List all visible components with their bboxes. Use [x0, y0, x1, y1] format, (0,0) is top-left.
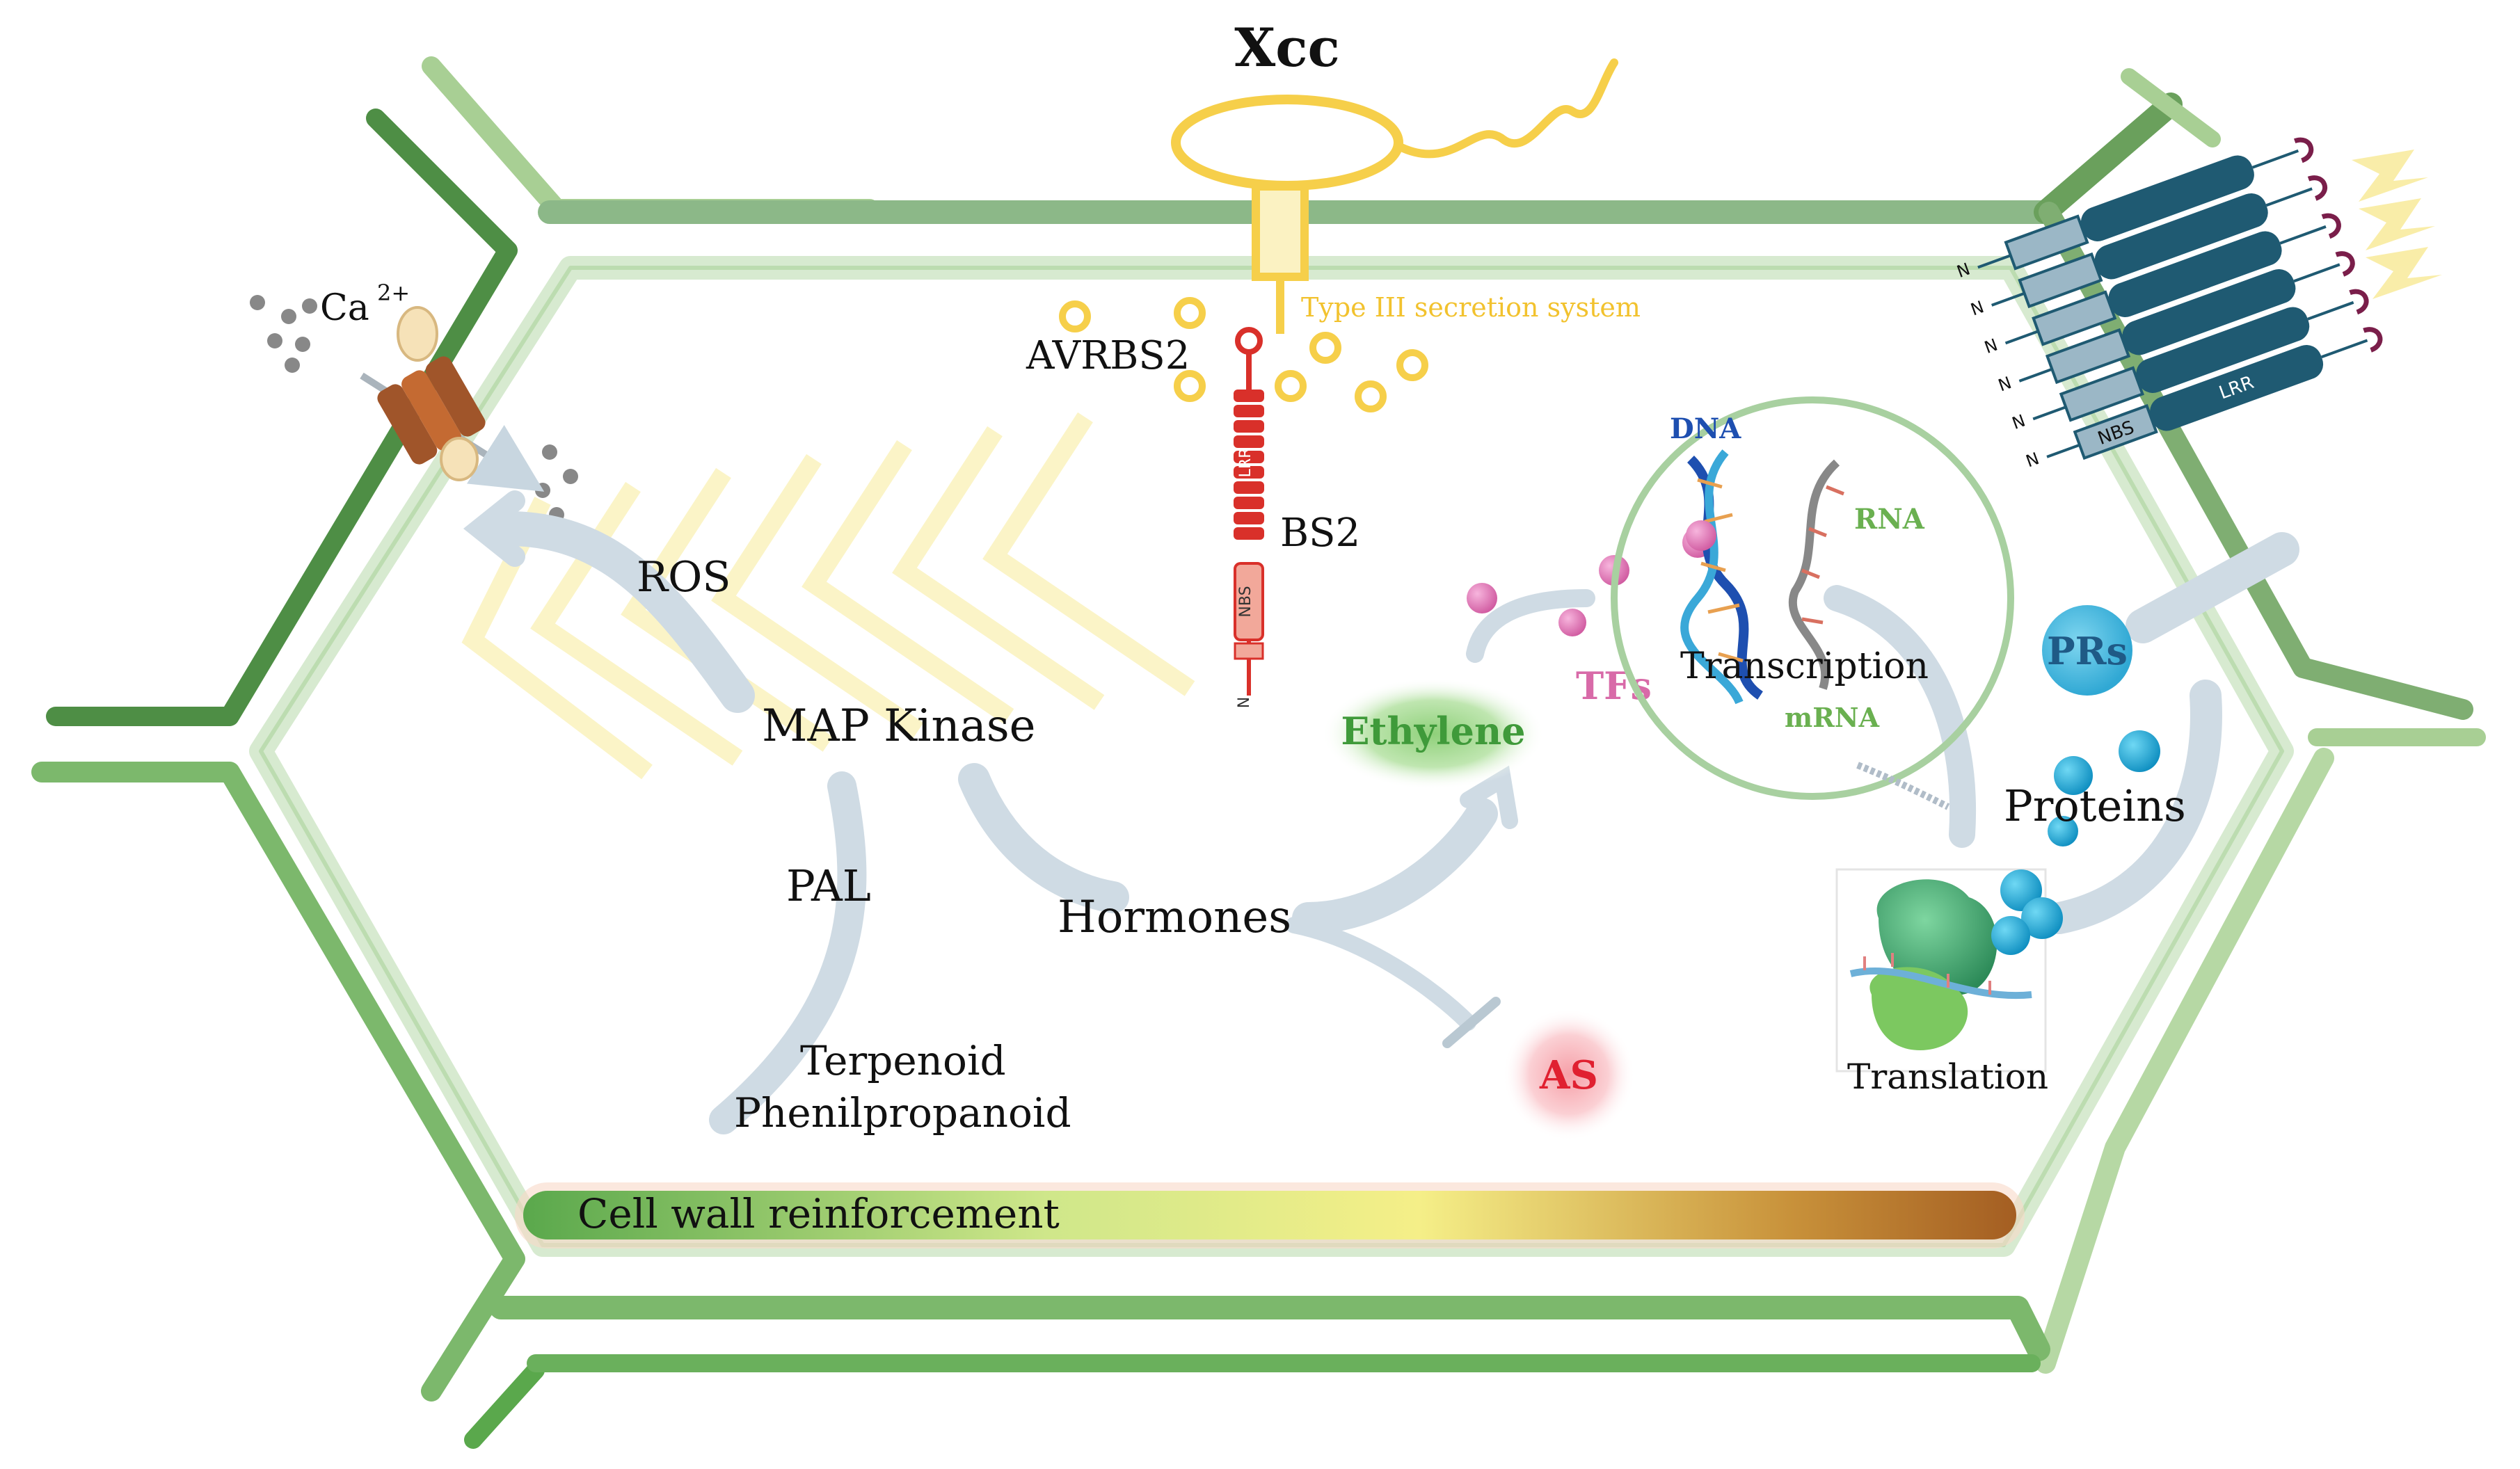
protein-molecules [2048, 730, 2160, 846]
rna-strand [1788, 459, 1840, 690]
t3ss-label: Type III secretion system [1301, 292, 1641, 323]
bs2-nbs-label: NBS [1237, 586, 1254, 617]
terpenoid-label: Terpenoid [800, 1037, 1006, 1084]
xcc-label: Xcc [1234, 17, 1340, 79]
as-label: AS [1539, 1052, 1598, 1098]
calcium-channel: Ca 2+ [250, 280, 578, 522]
transcription-label: Transcription [1680, 645, 1929, 687]
ribosome [1835, 868, 2063, 1073]
as-node: AS [1503, 1009, 1635, 1141]
proteins-label: Proteins [2004, 780, 2186, 831]
pathway-arrows [463, 490, 2299, 1134]
prs-label: PRs [2047, 629, 2128, 673]
rna-label: RNA [1854, 503, 1925, 536]
xcc-bacterium: Xcc Type III secretion system [1171, 17, 1641, 334]
bs2-receptor: LRR NBS N [1234, 327, 1264, 708]
cell-wall-label: Cell wall reinforcement [577, 1190, 1060, 1237]
prs-node: PRs [2042, 605, 2132, 696]
cell-wall [31, 56, 2486, 1449]
ethylene-label: Ethylene [1341, 709, 1525, 753]
calcium-label: Ca [320, 287, 369, 329]
bs2-label: BS2 [1280, 511, 1360, 556]
cell-wall-reinforcement: Cell wall reinforcement [515, 1182, 2025, 1249]
translation-label: Translation [1847, 1057, 2048, 1097]
avrbs2-label: AVRBS2 [1026, 333, 1190, 378]
receptor-signal [2352, 150, 2442, 299]
receptor-array: N N N N [1954, 137, 2383, 472]
map-kinase-label: MAP Kinase [762, 700, 1036, 752]
hormones-label: Hormones [1058, 892, 1291, 943]
phenilpropanoid-label: Phenilpropanoid [734, 1089, 1071, 1137]
mrna-label: mRNA [1785, 702, 1880, 733]
ethylene-node: Ethylene [1322, 678, 1545, 789]
bs2-lrr-label: LRR [1237, 448, 1254, 478]
dna-label: DNA [1670, 412, 1741, 445]
avrbs2-effectors [1059, 297, 1428, 412]
ros-label: ROS [637, 553, 731, 602]
nucleus: DNA RNA Transcription mRNA [1611, 396, 2014, 810]
pal-label: PAL [786, 860, 871, 911]
calcium-charge: 2+ [377, 280, 410, 306]
bs2-n-label: N [1236, 697, 1253, 708]
